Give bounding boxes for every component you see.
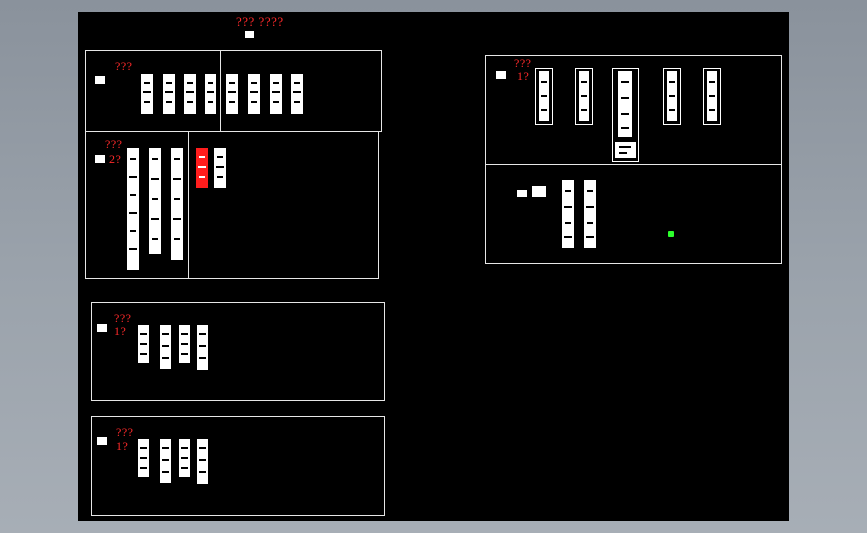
panel-tag: [97, 324, 107, 332]
terminal-strip-long[interactable]: [149, 148, 161, 254]
panel-divider: [485, 164, 782, 165]
panel-label-sub: 2?: [109, 152, 122, 166]
terminal-strip[interactable]: [138, 325, 149, 363]
terminal-strip-highlighted[interactable]: [196, 148, 208, 188]
panel-label-sub: 1?: [114, 324, 127, 338]
panel-right[interactable]: [485, 55, 782, 264]
panel-label: ???: [514, 56, 532, 70]
component-outline[interactable]: [663, 68, 681, 125]
terminal-strip[interactable]: [141, 74, 153, 114]
panel-tag: [95, 155, 105, 163]
terminal-strip[interactable]: [179, 439, 190, 477]
terminal-strip-long[interactable]: [584, 180, 596, 248]
panel-divider: [188, 131, 189, 279]
panel-label-sub: 1?: [116, 439, 129, 453]
cad-drawing-canvas[interactable]: ??? ???? ??? ??? 2? ??? 1? ??? 1?: [78, 12, 789, 521]
component-outline[interactable]: [535, 68, 553, 125]
component-block[interactable]: [615, 142, 636, 158]
terminal-strip-long[interactable]: [171, 148, 183, 260]
terminal-strip[interactable]: [291, 74, 303, 114]
terminal-strip[interactable]: [270, 74, 282, 114]
component-block[interactable]: [517, 190, 527, 197]
panel-lower-2[interactable]: [91, 416, 385, 516]
terminal-strip[interactable]: [138, 439, 149, 477]
terminal-strip[interactable]: [707, 71, 717, 121]
panel-label: ???: [116, 425, 134, 439]
terminal-strip[interactable]: [248, 74, 260, 114]
panel-lower-1[interactable]: [91, 302, 385, 401]
panel-tag: [95, 76, 105, 84]
panel-label: ???: [105, 137, 123, 151]
panel-tag: [496, 71, 506, 79]
terminal-strip[interactable]: [197, 325, 208, 370]
green-marker-icon[interactable]: [668, 231, 674, 237]
terminal-strip[interactable]: [163, 74, 175, 114]
component-outline[interactable]: [703, 68, 721, 125]
title-marker: [245, 31, 254, 38]
panel-label: ???: [114, 311, 132, 325]
terminal-strip[interactable]: [184, 74, 196, 114]
panel-middle-left[interactable]: [85, 131, 379, 279]
panel-label-sub: 1?: [517, 69, 530, 83]
terminal-strip[interactable]: [667, 71, 677, 121]
terminal-strip-long[interactable]: [562, 180, 574, 248]
terminal-strip[interactable]: [160, 325, 171, 369]
terminal-strip[interactable]: [539, 71, 549, 121]
terminal-strip[interactable]: [179, 325, 190, 363]
terminal-strip[interactable]: [226, 74, 238, 114]
terminal-strip[interactable]: [160, 439, 171, 483]
drawing-title: ??? ????: [236, 14, 284, 29]
panel-divider: [220, 50, 221, 132]
terminal-strip[interactable]: [618, 71, 632, 137]
terminal-strip[interactable]: [197, 439, 208, 484]
component-outline[interactable]: [575, 68, 593, 125]
terminal-strip[interactable]: [205, 74, 216, 114]
component-outline[interactable]: [612, 68, 639, 162]
terminal-strip-long[interactable]: [127, 148, 139, 270]
panel-label: ???: [115, 59, 133, 73]
component-block[interactable]: [532, 186, 546, 197]
terminal-strip[interactable]: [579, 71, 589, 121]
panel-tag: [97, 437, 107, 445]
terminal-strip[interactable]: [214, 148, 226, 188]
